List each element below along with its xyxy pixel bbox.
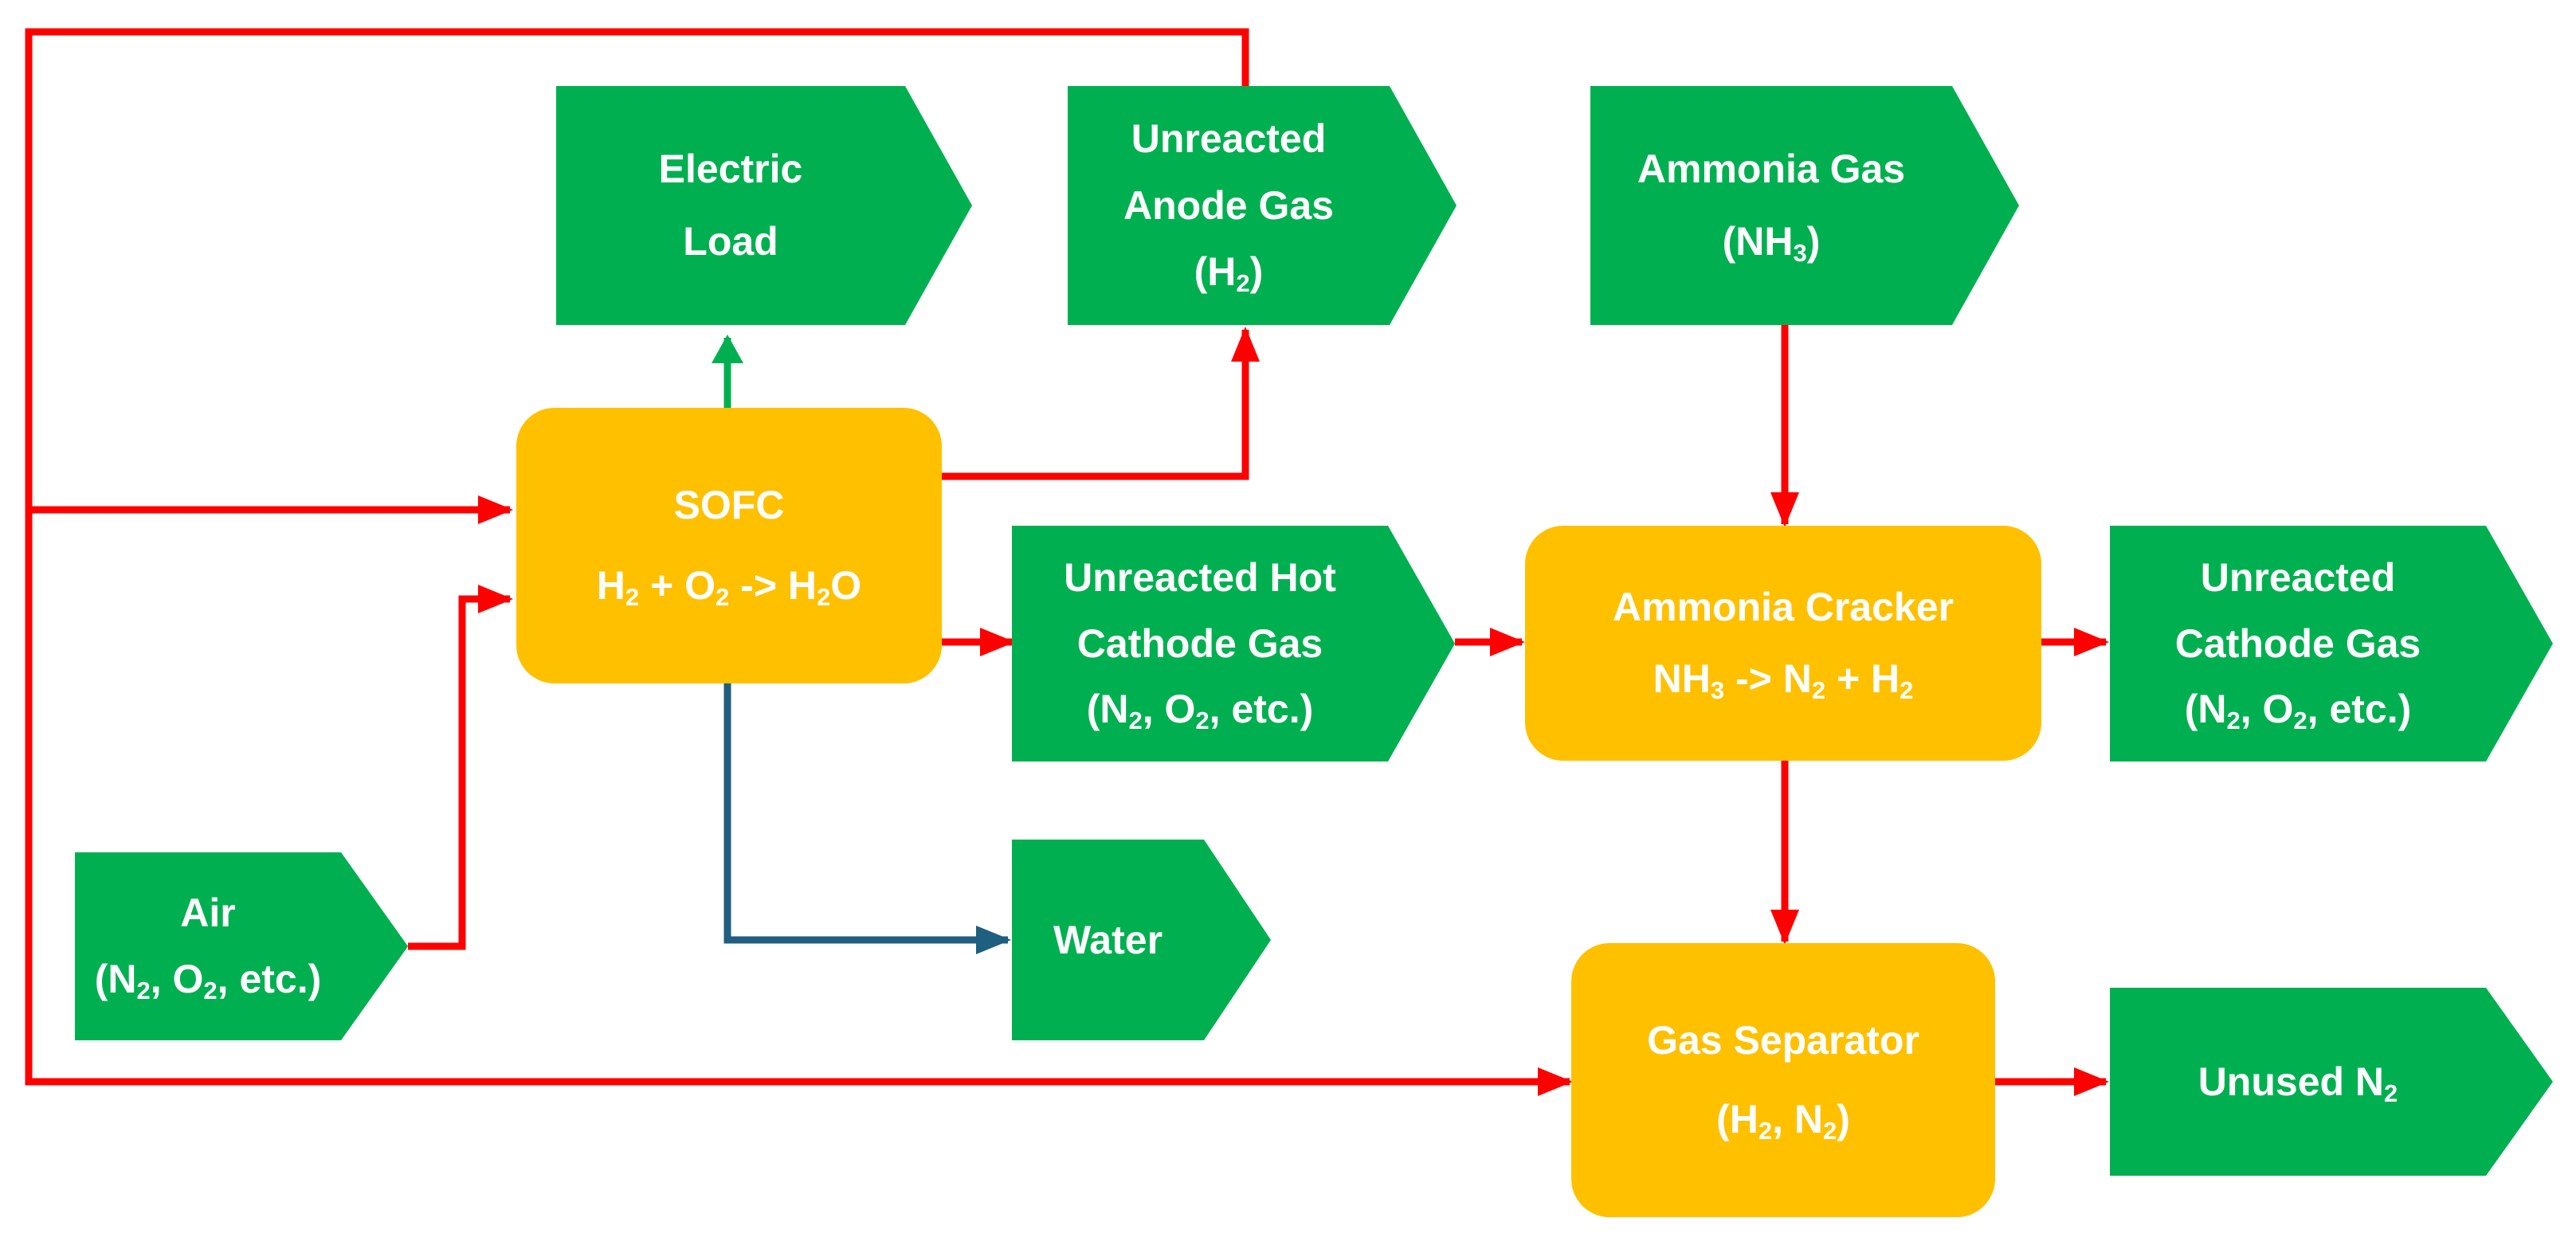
anode-gas-label-line-1: Unreacted: [1131, 116, 1327, 161]
hot-cathode-label-line-1: Unreacted Hot: [1064, 554, 1336, 600]
electric-load-label-line-2: Load: [683, 219, 778, 264]
anode-gas-label-line-2: Anode Gas: [1123, 182, 1334, 228]
air-label-line-2: (N2, O2, etc.): [94, 957, 322, 1005]
gas-separator-box: Gas Separator (H2, N2): [1571, 943, 1995, 1217]
cracker-label-line-1: Ammonia Cracker: [1613, 585, 1954, 629]
cathode-gas-label-line-1: Unreacted: [2200, 554, 2396, 600]
unused-n2-box: Unused N2: [2110, 988, 2553, 1176]
recycle-loop-top-arrow: [25, 28, 1249, 524]
sofc-label-line-2: H2 + O2 -> H2O: [596, 562, 862, 611]
sofc-label-line-1: SOFC: [673, 483, 785, 528]
cathode-gas-label-line-3: (N2, O2, etc.): [2184, 687, 2412, 734]
ammonia-gas-label-line-1: Ammonia Gas: [1637, 146, 1906, 191]
separator-label-line-2: (H2, N2): [1716, 1097, 1850, 1145]
water-label-line-1: Water: [1053, 917, 1163, 962]
cathode-gas-label-line-2: Cathode Gas: [2174, 621, 2421, 666]
air-label-line-1: Air: [180, 890, 236, 935]
sofc-to-water-arrow: [723, 683, 1011, 954]
air-to-sofc-arrow: [408, 585, 513, 950]
separator-label-line-1: Gas Separator: [1647, 1017, 1919, 1063]
recycle-loop-bottom-arrow: [25, 510, 1573, 1096]
sofc-box: SOFC H2 + O2 -> H2O: [516, 408, 942, 683]
ammonia-gas-box: Ammonia Gas (NH3): [1590, 86, 2019, 325]
sofc-to-anode-gas-arrow: [942, 327, 1260, 480]
hot-cathode-label-line-2: Cathode Gas: [1076, 621, 1323, 666]
anode-gas-label-line-3: (H2): [1194, 249, 1264, 297]
hot-cathode-label-line-3: (N2, O2, etc.): [1086, 687, 1314, 734]
ammonia-gas-label-line-2: (NH3): [1722, 219, 1821, 268]
cracker-label-line-2: NH3 -> N2 + H2: [1653, 656, 1914, 704]
electric-load-label-line-1: Electric: [658, 146, 803, 191]
unused-n2-label-line-1: Unused N2: [2198, 1059, 2398, 1107]
air-box: Air (N2, O2, etc.): [75, 852, 408, 1040]
